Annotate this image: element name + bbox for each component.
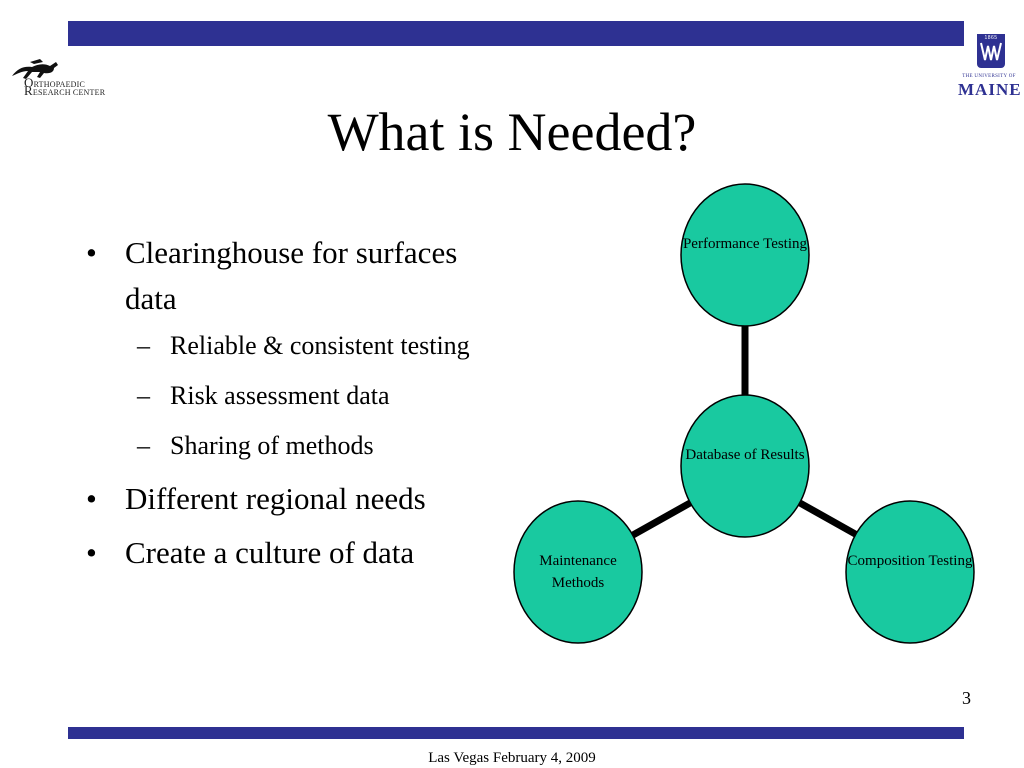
slide-title: What is Needed? xyxy=(327,102,697,162)
orthopaedic-research-center-logo: ORTHOPAEDIC RESEARCH CENTER xyxy=(6,58,116,108)
node-maintenance-methods xyxy=(513,500,643,644)
bullet-icon: • xyxy=(86,235,97,270)
maine-shield-icon: 1865 xyxy=(977,34,1005,68)
sub-bullet-item: – Risk assessment data xyxy=(82,376,512,416)
header-bar xyxy=(68,21,964,46)
node-database-of-results xyxy=(680,394,810,538)
dash-icon: – xyxy=(137,381,150,410)
bullet-list: • Clearinghouse for surfaces data – Reli… xyxy=(82,230,512,584)
university-of-maine-logo: 1865 THE UNIVERSITY OF MAINE xyxy=(958,34,1022,99)
orc-wordmark: ORTHOPAEDIC RESEARCH CENTER xyxy=(24,75,106,98)
connector-right xyxy=(798,499,859,539)
sub-bullet-list: – Reliable & consistent testing – Risk a… xyxy=(82,326,512,466)
node-performance-testing xyxy=(680,183,810,327)
bullet-item: • Different regional needs xyxy=(82,476,512,522)
dash-icon: – xyxy=(137,431,150,460)
bullet-icon: • xyxy=(86,481,97,516)
page-number: 3 xyxy=(962,688,971,708)
bullet-item: • Create a culture of data xyxy=(82,530,512,576)
horse-icon xyxy=(12,59,58,79)
dash-icon: – xyxy=(137,331,150,360)
bullet-item: • Clearinghouse for surfaces data xyxy=(82,230,512,322)
sub-bullet-item: – Sharing of methods xyxy=(82,426,512,466)
bullet-icon: • xyxy=(86,535,97,570)
footer-bar xyxy=(68,727,964,739)
footer-text: Las Vegas February 4, 2009 xyxy=(428,750,596,766)
connector-left xyxy=(631,499,692,539)
sub-bullet-item: – Reliable & consistent testing xyxy=(82,326,512,366)
node-composition-testing xyxy=(845,500,975,644)
